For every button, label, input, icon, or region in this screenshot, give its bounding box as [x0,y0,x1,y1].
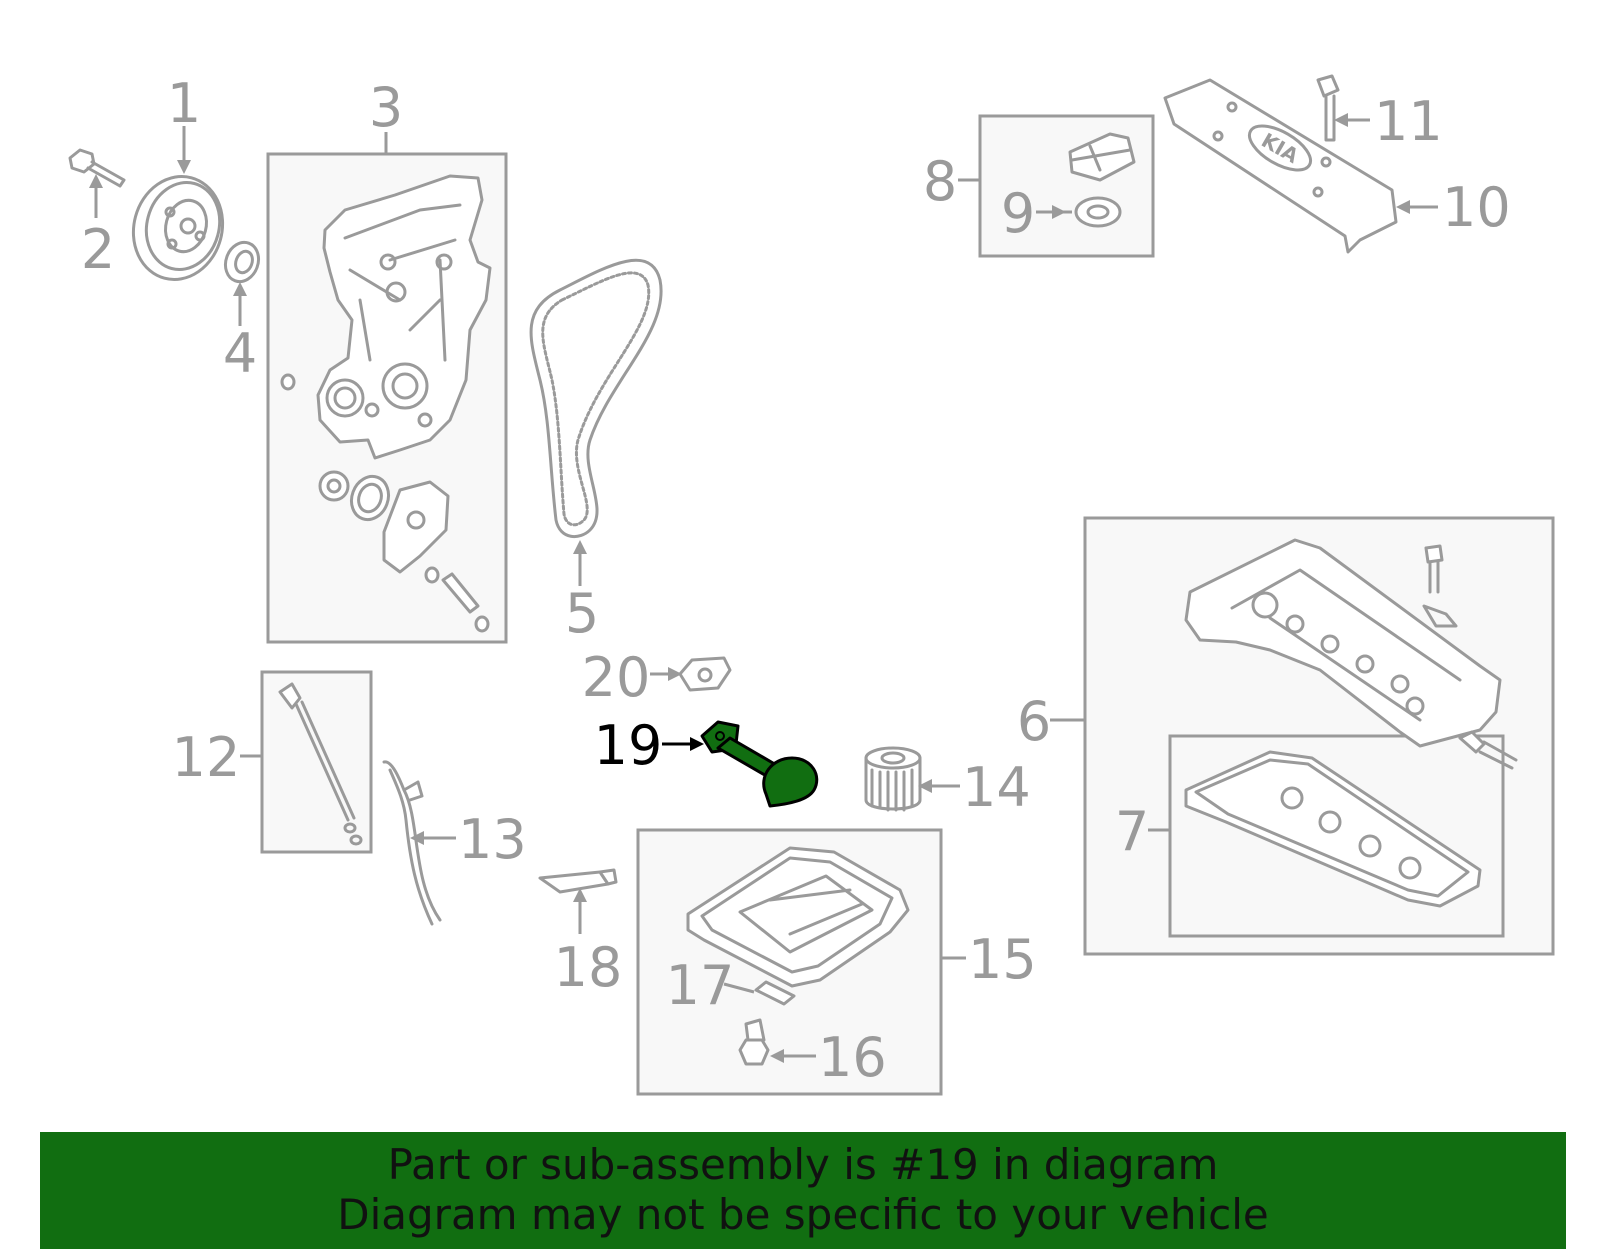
part-14-oil-filter-icon [864,746,922,812]
callout-11: 11 [1374,90,1443,153]
callout-20: 20 [582,646,651,709]
callout-4: 4 [223,322,257,385]
callout-18: 18 [554,936,623,999]
banner-line-2: Diagram may not be specific to your vehi… [337,1190,1269,1239]
part-6-valve-cover-icon [1184,538,1518,770]
part-1-pulley-icon [131,174,225,282]
part-2-bolt-icon [68,148,126,188]
callout-6: 6 [1017,690,1051,753]
banner-line-1: Part or sub-assembly is #19 in diagram [387,1140,1219,1189]
part-3-timing-cover-icon [280,174,492,633]
part-15-oil-pan-icon [686,846,910,988]
callout-8: 8 [923,150,957,213]
callout-16: 16 [818,1026,887,1089]
callout-9: 9 [1001,182,1035,245]
part-18-sealant-icon [538,868,618,894]
part-12-dipstick-icon [278,682,363,846]
part-11-bolt-icon [1316,74,1340,142]
part-9-seal-icon [1074,196,1122,228]
leader-17 [723,982,755,994]
part-7-gasket-icon [1184,750,1482,908]
callout-13: 13 [458,808,527,871]
callout-10: 10 [1442,176,1511,239]
callout-7: 7 [1115,800,1149,863]
arrowheads [89,113,1410,1063]
info-banner: Part or sub-assembly is #19 in diagram D… [40,1132,1566,1249]
callout-5: 5 [565,582,599,645]
callout-19: 19 [594,714,663,777]
callout-14: 14 [962,756,1031,819]
part-16-drain-plug-icon [738,1018,770,1066]
part-20-gasket-icon [678,656,732,692]
callout-3: 3 [369,76,403,139]
part-4-seal-icon [223,240,261,284]
callout-17: 17 [666,954,735,1017]
part-10-engine-cover-icon: KIA [1163,78,1398,254]
callout-12: 12 [172,726,241,789]
part-13-tube-icon [382,760,442,926]
callout-2: 2 [81,218,115,281]
part-17-gasket-strip-icon [754,980,796,1006]
part-19-oil-pickup-icon [700,720,819,808]
callout-1: 1 [167,72,201,135]
part-8-oil-cap-icon [1068,132,1136,182]
part-5-timing-chain-icon [529,258,663,539]
box-dipstick [260,670,373,854]
callout-15: 15 [968,928,1037,991]
